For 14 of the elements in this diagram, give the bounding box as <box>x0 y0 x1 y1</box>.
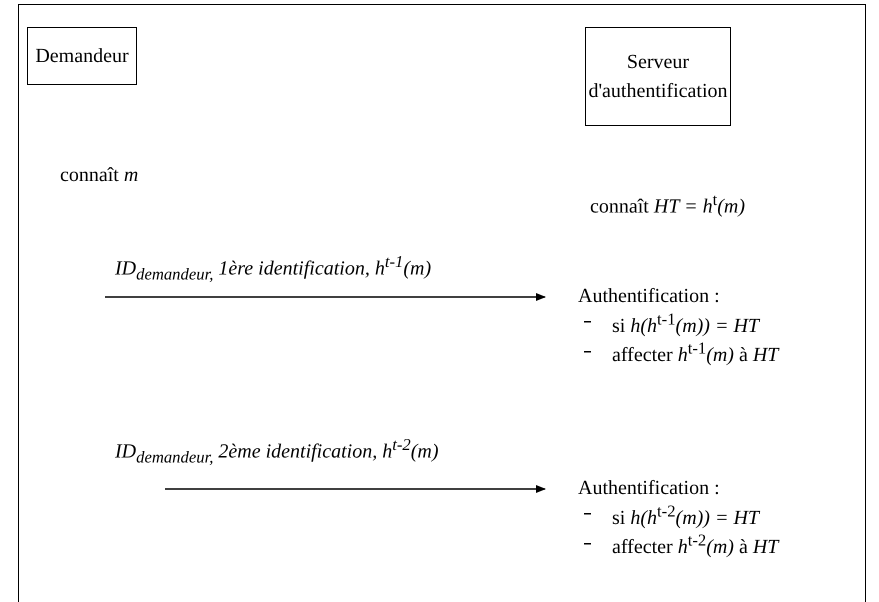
edge-label: ID$_{demandeur,}$ 2ème identification, h$^{t-2}$(m) <box>115 435 439 468</box>
knowledge-note: connaît HT = h$^{t}$(m) <box>590 190 745 219</box>
step-heading: Authentification : <box>578 476 721 501</box>
participant-box: Demandeur <box>27 27 137 85</box>
message-arrow <box>105 293 546 301</box>
edge-label: ID$_{demandeur,}$ 1ère identification, h$^{t-1}$(m) <box>115 252 432 285</box>
step-condition: affecter h$^{t-2}$(m) à HT <box>612 536 778 558</box>
knowledge-note: connaît m <box>60 164 138 187</box>
participant-box: Serveur d'authentification <box>585 27 731 126</box>
step-condition: affecter h$^{t-1}$(m) à HT <box>612 344 778 366</box>
step-condition: si h(h$^{t-1}$(m)) = HT <box>612 314 760 337</box>
step-heading: Authentification : <box>578 284 721 309</box>
message-arrow <box>165 485 546 493</box>
step-condition: si h(h$^{t-2}$(m)) = HT <box>612 506 760 529</box>
